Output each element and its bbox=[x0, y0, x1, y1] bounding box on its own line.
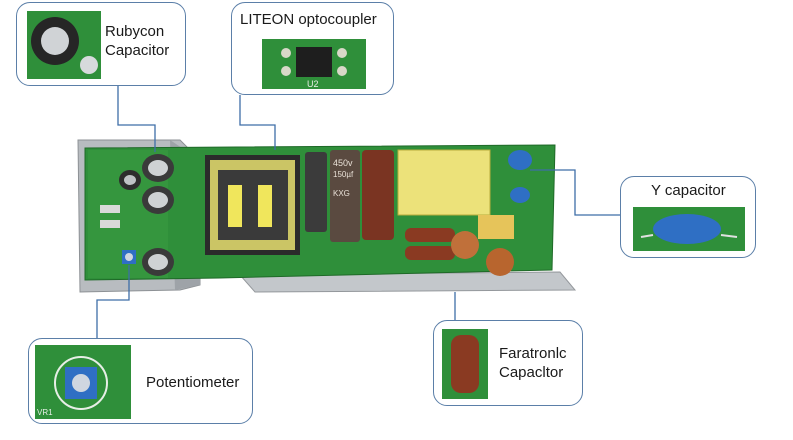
y-capacitor-photo bbox=[633, 207, 745, 251]
faratronic-label-line2: Capacltor bbox=[499, 363, 564, 381]
potentiometer-pcb-text: VR1 bbox=[37, 408, 53, 417]
callout-rubycon-capacitor: Rubycon Capacitor bbox=[16, 2, 186, 86]
optocoupler-chip-marking: U2 bbox=[307, 79, 319, 89]
potentiometer-label: Potentiometer bbox=[146, 374, 240, 391]
choke bbox=[451, 231, 479, 259]
cap-marking-brand: KXG bbox=[333, 189, 350, 198]
transformer bbox=[205, 155, 300, 255]
faratronic-label-line1: Faratronlc bbox=[499, 345, 567, 362]
cap-marking-voltage: 450v bbox=[333, 158, 353, 168]
optocoupler-label: LITEON optocoupler bbox=[240, 11, 377, 28]
callout-potentiometer: VR1 Potentiometer bbox=[28, 338, 253, 424]
film-cap bbox=[405, 246, 455, 260]
rubycon-capacitor-photo bbox=[27, 11, 101, 79]
resistor bbox=[100, 205, 120, 213]
callout-y-capacitor: Y capacitor bbox=[620, 176, 756, 258]
rubycon-capacitors bbox=[119, 154, 174, 276]
pot-knob bbox=[125, 253, 133, 261]
callout-faratronic-capacitor: Faratronlc Capacltor bbox=[433, 320, 583, 406]
callout-liteon-optocoupler: LITEON optocoupler U2 bbox=[231, 2, 394, 95]
cap-marking-capacitance: 150µf bbox=[333, 170, 354, 179]
y-capacitor-on-board bbox=[508, 150, 532, 170]
rubycon-capacitor-label: Rubycon Capacitor bbox=[105, 23, 169, 61]
film-cap bbox=[405, 228, 455, 242]
rubycon-label-line2: Capacitor bbox=[105, 41, 170, 59]
potentiometer-photo: VR1 bbox=[35, 345, 131, 419]
rubycon-label-line1: Rubycon bbox=[105, 23, 165, 40]
resistor bbox=[100, 220, 120, 228]
bulk-capacitors: 450v 150µf KXG bbox=[305, 150, 394, 242]
choke bbox=[486, 248, 514, 276]
x-capacitor bbox=[397, 149, 491, 216]
y-capacitor-label: Y capacitor bbox=[651, 182, 726, 199]
component bbox=[478, 215, 514, 239]
y-capacitor-on-board bbox=[510, 187, 530, 203]
faratronic-capacitor-photo bbox=[442, 329, 488, 399]
heatsink-bottom bbox=[238, 271, 577, 293]
optocoupler-photo: U2 bbox=[262, 39, 366, 89]
faratronic-capacitor-label: Faratronlc Capacltor bbox=[499, 345, 567, 383]
